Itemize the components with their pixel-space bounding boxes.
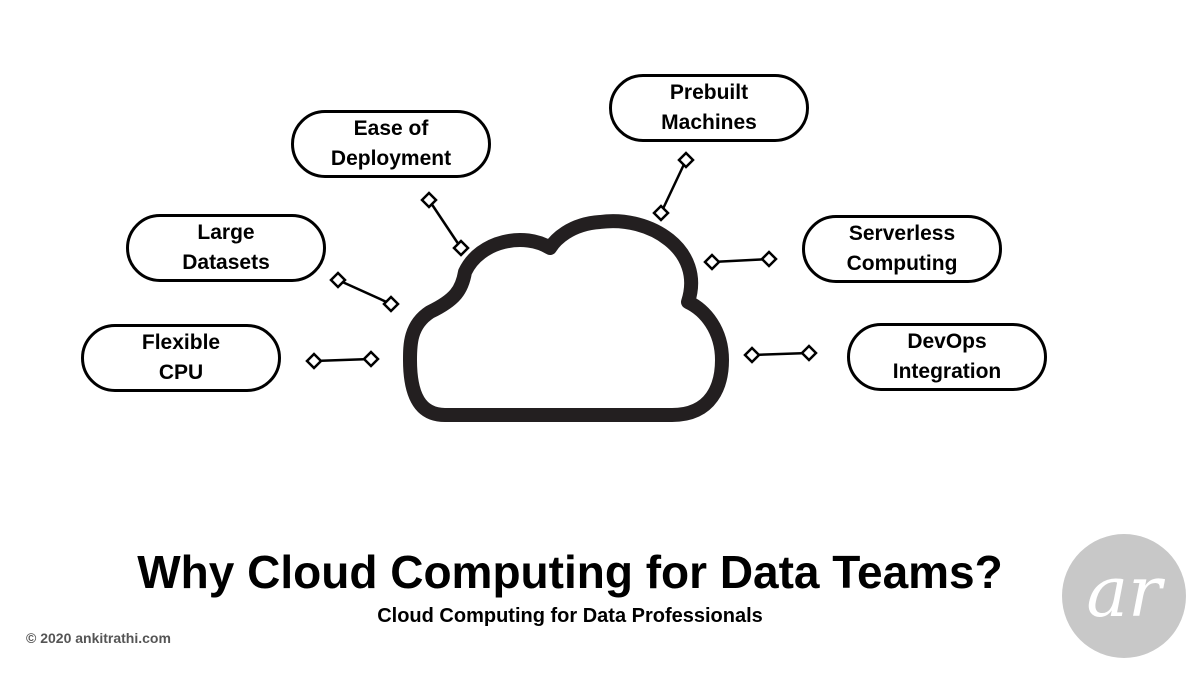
connector-diamond-large-datasets	[382, 295, 400, 313]
connector-diamond-serverless-computing	[760, 250, 778, 268]
connector-diamond-flexible-cpu	[305, 352, 323, 370]
node-ease-of-deployment: Ease of Deployment	[291, 110, 491, 178]
node-line: Ease of	[353, 117, 429, 140]
node-line: CPU	[158, 361, 204, 384]
node-prebuilt-machines: Prebuilt Machines	[609, 74, 809, 142]
page-subtitle: Cloud Computing for Data Professionals	[377, 605, 763, 627]
node-line: Prebuilt	[669, 81, 749, 104]
node-line: Computing	[846, 252, 958, 275]
node-line: Deployment	[330, 147, 452, 170]
node-line: Flexible	[141, 331, 221, 354]
node-devops-integration: DevOps Integration	[847, 323, 1047, 391]
node-flexible-cpu: Flexible CPU	[81, 324, 281, 392]
node-line: Large	[197, 221, 255, 244]
node-line: Integration	[892, 360, 1002, 383]
connector-diamond-prebuilt-machines	[677, 151, 695, 169]
logo-text: ar	[1086, 551, 1162, 633]
connector-diamond-devops-integration	[800, 344, 818, 362]
connector-diamond-large-datasets	[329, 271, 347, 289]
connector-line-flexible-cpu	[313, 357, 372, 363]
node-line: Serverless	[848, 222, 956, 245]
node-large-datasets: Large Datasets	[126, 214, 326, 282]
connector-line-prebuilt-machines	[659, 159, 688, 214]
copyright-text: © 2020 ankitrathi.com	[26, 630, 171, 646]
connector-diamond-ease-of-deployment	[452, 239, 470, 257]
connector-diamond-prebuilt-machines	[652, 204, 670, 222]
cloud-diagram	[305, 151, 818, 422]
node-line: DevOps	[907, 330, 987, 353]
connector-line-serverless-computing	[711, 257, 770, 264]
connector-diamond-devops-integration	[743, 346, 761, 364]
connector-line-devops-integration	[751, 351, 810, 357]
connector-line-ease-of-deployment	[427, 199, 463, 249]
cloud-icon	[403, 214, 729, 422]
logo-badge: ar	[1062, 534, 1186, 658]
node-line: Machines	[661, 111, 757, 134]
connector-diamond-serverless-computing	[703, 253, 721, 271]
connector-diamond-flexible-cpu	[362, 350, 380, 368]
node-serverless-computing: Serverless Computing	[802, 215, 1002, 283]
node-line: Datasets	[182, 251, 270, 274]
connector-diamond-ease-of-deployment	[420, 191, 438, 209]
connector-line-large-datasets	[337, 278, 392, 306]
page-title: Why Cloud Computing for Data Teams?	[137, 546, 1003, 598]
